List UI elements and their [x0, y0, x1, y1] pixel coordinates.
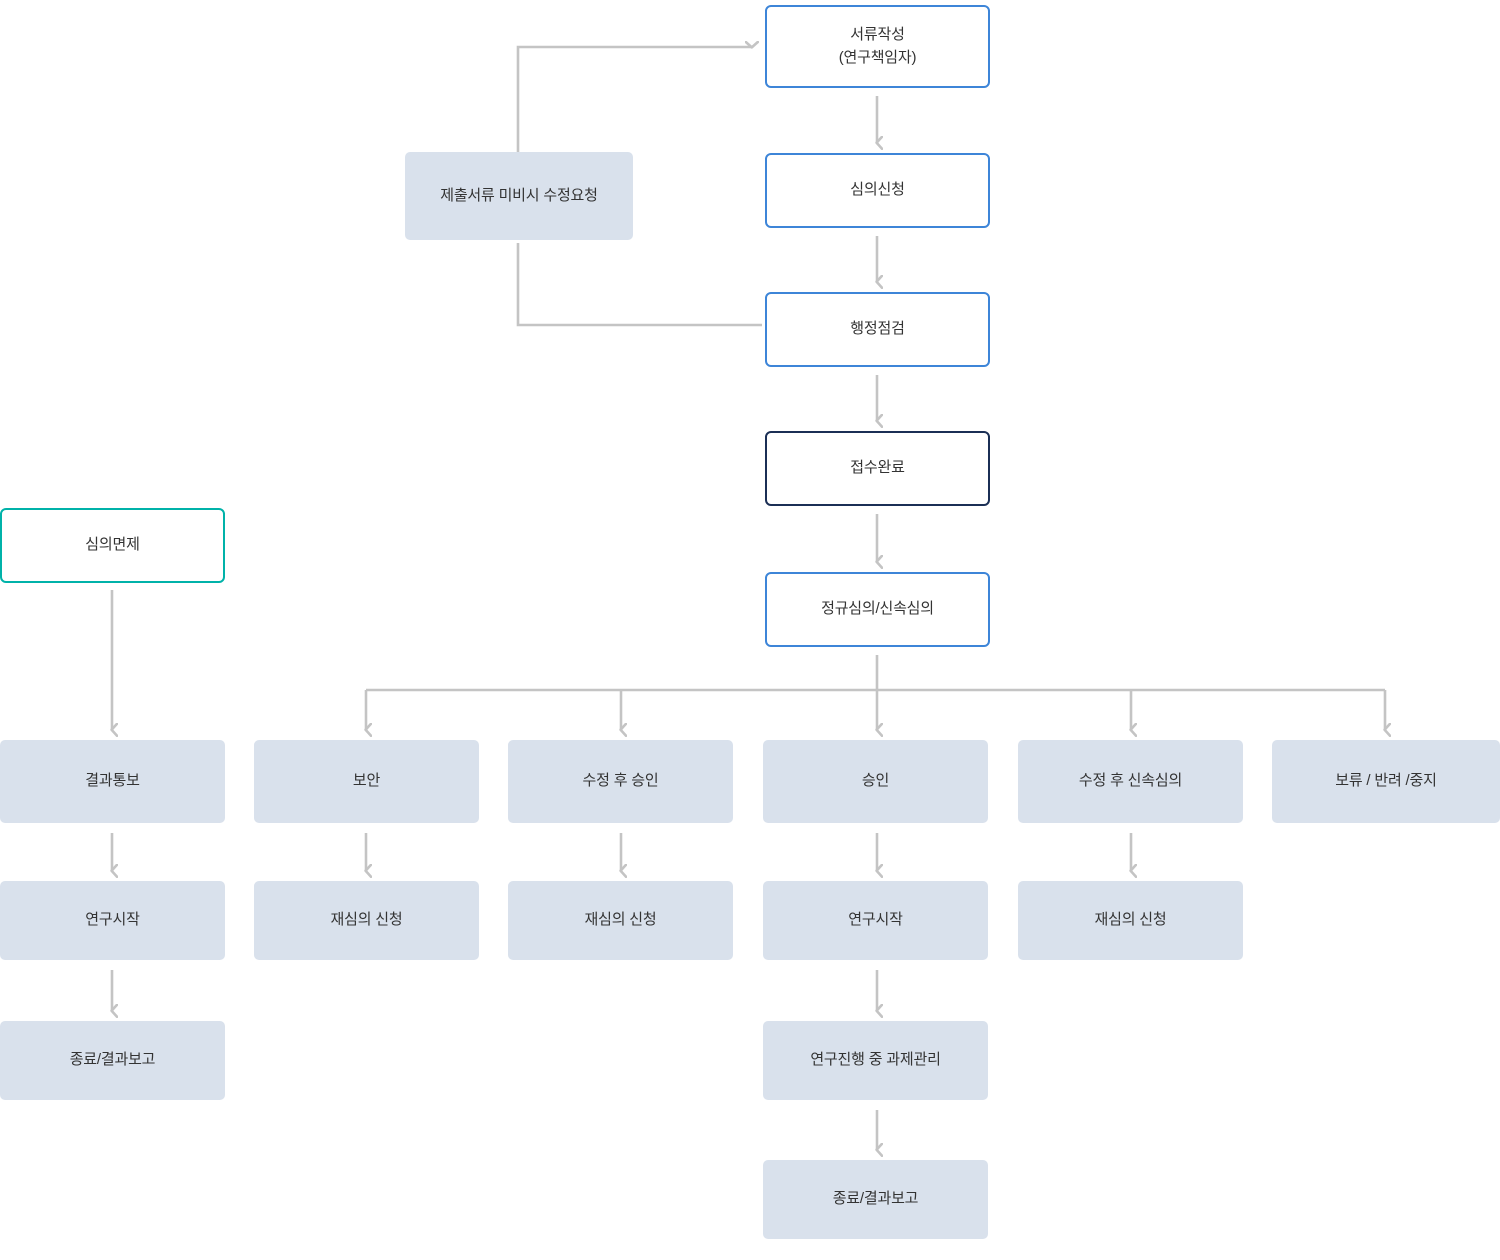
node-종료-결과보고-중앙[interactable]: 종료/결과보고: [763, 1160, 988, 1239]
node-label: 종료/결과보고: [69, 1051, 156, 1069]
branch-bar: [366, 655, 1385, 692]
line-admin-to-revision: [516, 243, 762, 327]
node-결과통보[interactable]: 결과통보: [0, 740, 225, 823]
node-연구진행-중-과제관리[interactable]: 연구진행 중 과제관리: [763, 1021, 988, 1100]
node-보안[interactable]: 보안: [254, 740, 479, 823]
node-수정-후-신속심의[interactable]: 수정 후 신속심의: [1018, 740, 1243, 823]
node-label: 정규심의/신속심의: [821, 600, 934, 618]
node-label: 종료/결과보고: [832, 1190, 919, 1208]
node-연구시작-결과통보[interactable]: 연구시작: [0, 881, 225, 960]
node-심의면제[interactable]: 심의면제: [0, 508, 225, 583]
node-label: 재심의 신청: [584, 911, 657, 929]
node-정규심의-신속심의[interactable]: 정규심의/신속심의: [765, 572, 990, 647]
node-label: 제출서류 미비시 수정요청: [440, 186, 598, 204]
node-label: 보류 / 반려 /중지: [1335, 772, 1437, 790]
node-재심의-신청-수정후신속심의[interactable]: 재심의 신청: [1018, 881, 1243, 960]
node-연구시작-승인[interactable]: 연구시작: [763, 881, 988, 960]
node-행정점검[interactable]: 행정점검: [765, 292, 990, 367]
node-label: 보안: [352, 772, 381, 790]
node-label: 접수완료: [850, 459, 905, 477]
node-label: 서류작성 (연구책임자): [838, 26, 917, 66]
node-label: 재심의 신청: [1094, 911, 1167, 929]
node-label: 연구시작: [85, 911, 140, 929]
node-재심의-신청-보안[interactable]: 재심의 신청: [254, 881, 479, 960]
node-종료-결과보고-좌[interactable]: 종료/결과보고: [0, 1021, 225, 1100]
node-label: 심의신청: [850, 181, 905, 199]
node-label: 행정점검: [850, 320, 905, 338]
node-접수완료[interactable]: 접수완료: [765, 431, 990, 506]
node-심의신청[interactable]: 심의신청: [765, 153, 990, 228]
node-label: 수정 후 신속심의: [1078, 772, 1183, 790]
arrow-revision-to-doc: [516, 47, 752, 152]
node-label: 수정 후 승인: [582, 772, 659, 790]
node-서류작성[interactable]: 서류작성 (연구책임자): [765, 5, 990, 88]
node-label: 결과통보: [85, 772, 140, 790]
node-label: 재심의 신청: [330, 911, 403, 929]
node-보류-반려-중지[interactable]: 보류 / 반려 /중지: [1272, 740, 1500, 823]
node-수정-후-승인[interactable]: 수정 후 승인: [508, 740, 733, 823]
node-label: 연구시작: [848, 911, 903, 929]
node-제출서류-미비시-수정요청[interactable]: 제출서류 미비시 수정요청: [405, 152, 633, 240]
node-label: 심의면제: [85, 536, 140, 554]
node-승인[interactable]: 승인: [763, 740, 988, 823]
node-label: 연구진행 중 과제관리: [810, 1051, 941, 1069]
node-재심의-신청-수정후승인[interactable]: 재심의 신청: [508, 881, 733, 960]
node-label: 승인: [861, 772, 890, 790]
